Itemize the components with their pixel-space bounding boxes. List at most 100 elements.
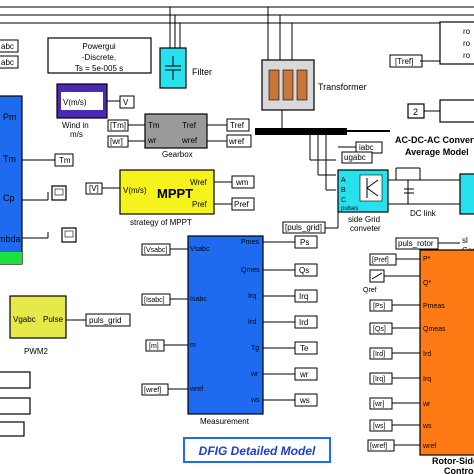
svg-text:wr: wr [299,370,309,379]
svg-text:Pm: Pm [3,112,17,122]
svg-text:2: 2 [413,107,418,117]
tag-puls-grid-in: [puls_grid] [282,221,326,234]
svg-text:ws: ws [299,396,310,405]
tag-tref-top: [Tref] [389,54,423,68]
scope-2[interactable] [61,227,77,243]
svg-text:[wref]: [wref] [144,387,161,394]
left-top-tags: abc abc [0,39,19,69]
filter-block[interactable]: Filter [159,47,212,89]
top-bus [0,6,474,60]
pwm2-block[interactable]: Vgabc Pulse PWM2 [9,295,67,356]
svg-text:Ts = 5e-005 s: Ts = 5e-005 s [75,64,123,73]
rotor-side-controller[interactable]: P* Q* Pmeas Qmeas Ird Irq wr ws wref Rot… [419,249,474,474]
svg-text:Tm: Tm [148,121,160,130]
tag-tref: Tref [226,118,250,132]
svg-text:Pmeas: Pmeas [423,303,445,310]
svg-text:Wref: Wref [190,178,208,187]
svg-text:Tm: Tm [59,156,71,165]
tag-tm-out: Tm [54,153,74,167]
svg-text:P*: P* [423,256,431,263]
side-grid-converter[interactable]: A B C pulses side Grid conveter [337,169,389,233]
tag-ps-in: [Ps] [369,299,393,312]
svg-text:side Grid: side Grid [348,215,380,224]
svg-text:Isabc: Isabc [190,296,207,303]
svg-text:B: B [341,187,346,194]
svg-text:[wr]: [wr] [110,137,123,146]
svg-text:[Irq]: [Irq] [373,376,385,383]
svg-text:wr: wr [147,136,157,145]
svg-text:Qmes: Qmes [241,267,260,274]
svg-text:[wref]: [wref] [370,443,387,450]
scope-1[interactable] [51,185,67,201]
svg-text:Pref: Pref [192,200,207,209]
tag-qs: Qs [294,263,318,277]
constant-block[interactable]: 2 [407,99,474,123]
svg-text:pulses: pulses [341,206,358,212]
svg-text:[wr]: [wr] [373,401,384,408]
tag-m: [m] [145,339,165,352]
tag-wm: wm [231,175,255,189]
svg-text:Pulse: Pulse [43,315,64,324]
svg-text:ugabc: ugabc [344,153,366,162]
wind-turbine-block[interactable]: Pm Tm Cp mbda [0,95,23,265]
svg-text:Tref: Tref [182,121,197,130]
tag-qs-in: [Qs] [369,322,393,335]
svg-text:[ws]: [ws] [373,423,386,430]
svg-text:wr: wr [250,371,259,378]
svg-text:[Pref]: [Pref] [372,257,389,264]
svg-text:wm: wm [235,178,249,187]
svg-text:Wind in: Wind in [62,121,89,130]
svg-text:wr: wr [422,401,431,408]
svg-text:[Isabc]: [Isabc] [144,297,165,304]
measurement-block[interactable]: Vsabc Isabc m wref Pmes Qmes Irq Ird Tg … [187,235,264,426]
svg-text:[m]: [m] [149,343,159,350]
svg-text:[Tref]: [Tref] [395,57,413,66]
svg-text:DC link: DC link [410,209,437,218]
svg-text:wref: wref [422,443,436,450]
svg-text:puls_grid: puls_grid [89,316,121,325]
svg-text:Filter: Filter [192,67,212,77]
svg-text:puls_rotor: puls_rotor [398,239,434,248]
svg-text:Tg: Tg [251,345,259,352]
svg-text:abc: abc [1,58,14,67]
tag-irq: Irq [294,289,318,303]
svg-text:conveter: conveter [350,224,381,233]
svg-text:Transformer: Transformer [318,82,367,92]
svg-text:[V]: [V] [89,184,99,193]
svg-text:iabc: iabc [359,143,374,152]
tag-vsabc: [Vsabc] [141,243,171,256]
svg-text:ws: ws [422,423,432,430]
svg-text:[Ps]: [Ps] [373,303,385,310]
turbine-output-wires: Tm [22,153,74,239]
svg-text:[Vsabc]: [Vsabc] [144,247,167,254]
svg-text:mbda: mbda [0,234,21,244]
svg-text:abc: abc [1,42,14,51]
svg-text:-Discrete,: -Discrete, [82,53,116,62]
svg-text:Tm: Tm [3,154,16,164]
svg-text:[Ird]: [Ird] [373,351,385,358]
tag-ps: Ps [294,235,318,249]
tag-ws-in: [ws] [369,419,393,432]
svg-text:wref: wref [189,386,203,393]
svg-text:PWM2: PWM2 [24,347,49,356]
svg-text:ro: ro [463,27,471,36]
svg-text:Irq: Irq [248,293,256,300]
tag-v-in: [V] [85,182,103,195]
svg-text:A: A [341,177,346,184]
measurement-outputs [263,241,295,401]
acdc-title-line2: Average Model [405,147,469,157]
rotor-converter-cut[interactable]: sl Con [459,173,474,255]
powergui-block[interactable]: Powergui -Discrete, Ts = 5e-005 s [47,37,152,74]
gearbox-block[interactable]: Tm wr Tref wref Gearbox [144,113,208,159]
diagram-title: DFIG Detailed Model [183,437,331,463]
wind-block[interactable]: V(m/s) Wind in m/s [56,83,120,139]
mppt-block[interactable]: V(m/s) MPPT Wref Pref strategy of MPPT [119,169,215,227]
svg-text:Vsabc: Vsabc [190,246,210,253]
transformer-block[interactable]: Transformer [261,59,367,111]
tag-pref: Pref [231,197,255,211]
right-cut-block: ro ro ro [420,21,474,65]
tag-ird: Ird [294,315,318,329]
svg-text:Gearbox: Gearbox [162,150,193,159]
tag-wref-in: [wref] [141,383,169,396]
